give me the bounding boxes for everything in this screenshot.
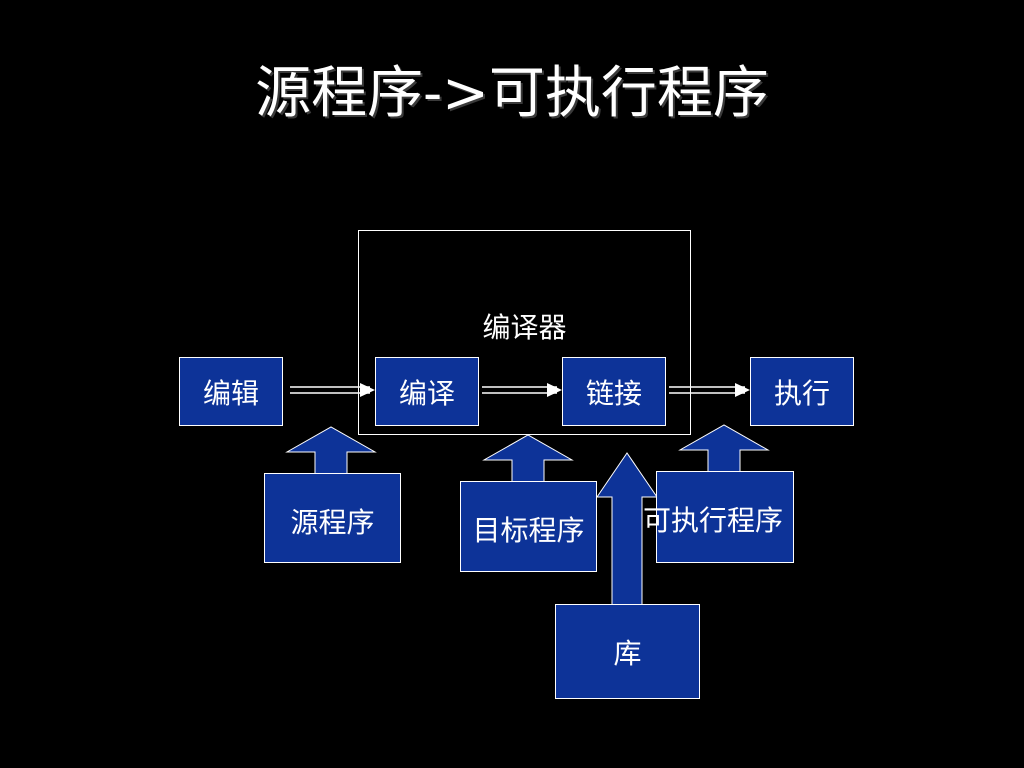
arrow-link-to-execute [669,383,750,397]
compiler-label: 编译器 [482,311,567,344]
object-program-box: 目标程序 [460,481,597,572]
slide-title: 源程序->可执行程序 [255,61,769,126]
step-execute-box: 执行 [750,357,854,426]
library-box: 库 [555,604,700,699]
source-program-box: 源程序 [264,473,401,563]
object-up-arrow [482,434,574,483]
step-link-label: 链接 [585,376,642,410]
step-compile-box: 编译 [375,357,479,426]
step-link-box: 链接 [562,357,666,426]
executable-program-label: 可执行程序 [643,504,784,537]
executable-up-arrow [678,424,770,473]
step-compile-label: 编译 [398,376,455,410]
executable-program-box: 可执行程序 [643,471,794,563]
step-edit-label: 编辑 [202,376,259,410]
step-execute-label: 执行 [773,376,830,410]
source-up-arrow [285,426,377,475]
step-edit-box: 编辑 [179,357,283,426]
arrow-compile-to-link [482,383,562,397]
compiler-frame [358,230,691,435]
arrow-edit-to-compile [290,383,375,397]
object-program-label: 目标程序 [472,514,585,547]
library-label: 库 [613,636,642,670]
source-program-label: 源程序 [290,506,375,539]
library-up-arrow [596,452,658,606]
